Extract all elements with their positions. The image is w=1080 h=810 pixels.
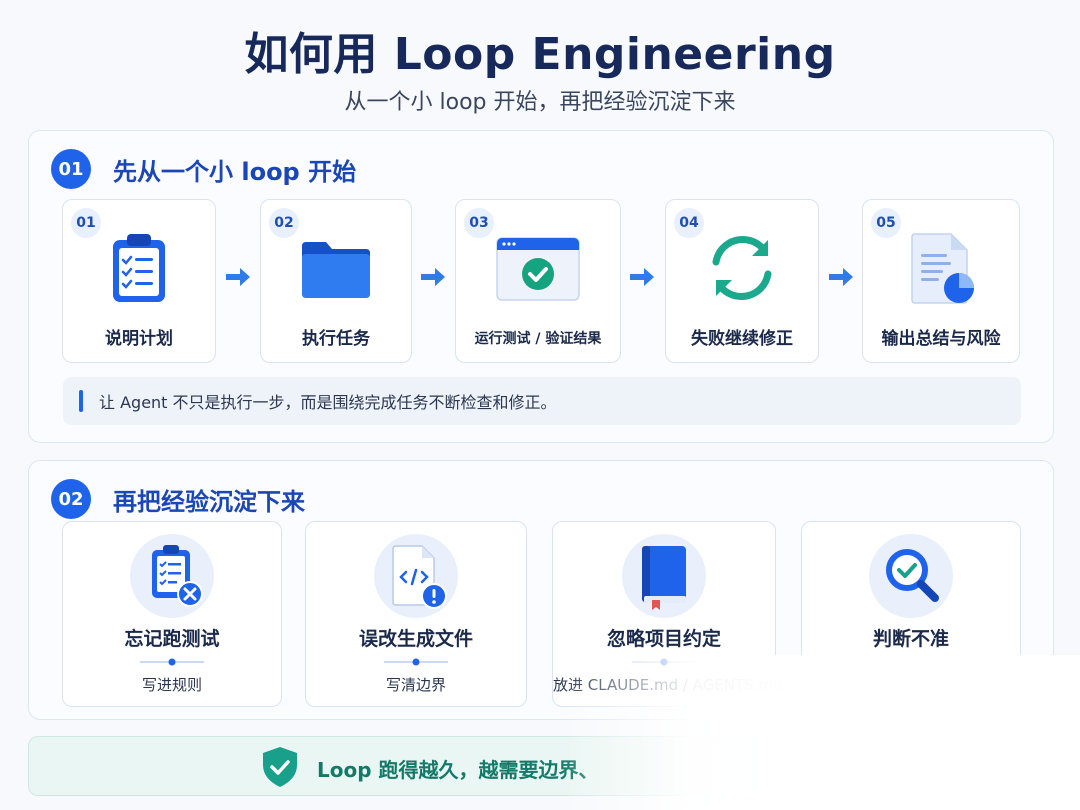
card-title: 忘记跑测试	[124, 628, 220, 650]
section-number-badge: 01	[51, 149, 91, 189]
section-header: 01 先从一个小 loop 开始	[51, 149, 356, 189]
card-icon-circle	[374, 534, 458, 618]
card-divider	[140, 658, 204, 666]
note-accent-bar	[79, 390, 83, 412]
step-number: 02	[269, 208, 299, 238]
card-icon-circle	[869, 534, 953, 618]
note-text: 让 Agent 不只是执行一步，而是围绕完成任务不断检查和修正。	[99, 393, 557, 412]
report-chart-icon	[911, 233, 974, 304]
card-icon-circle	[622, 534, 706, 618]
card-subtitle: 加一个 verifier	[859, 676, 963, 694]
magnifier-check-icon	[886, 549, 939, 602]
card-subtitle: 写进规则	[141, 676, 202, 694]
card-divider	[384, 658, 448, 666]
browser-check-icon	[496, 237, 580, 301]
step-card-execute: 02 执行任务	[260, 199, 412, 363]
clipboard-x-icon	[152, 545, 203, 607]
refresh-cycle-icon	[712, 236, 772, 300]
card-icon-circle	[130, 534, 214, 618]
footer-banner: Loop 跑得越久，越需要边界、	[28, 736, 1054, 796]
section-title: 再把经验沉淀下来	[113, 487, 305, 516]
step-number: 05	[871, 208, 901, 238]
shield-check-icon	[263, 747, 297, 787]
section-number-badge: 02	[51, 479, 91, 519]
book-icon	[642, 546, 686, 610]
code-file-alert-icon	[392, 545, 447, 609]
arrow-right-icon	[829, 268, 853, 286]
step-label: 运行测试 / 验证结果	[474, 331, 602, 347]
step-label: 失败继续修正	[691, 329, 793, 349]
step-card-test: 03 运行测试 / 验证结果	[455, 199, 621, 363]
step-card-summary: 05 输出总结与风险	[862, 199, 1020, 363]
step-number: 01	[71, 208, 101, 238]
card-divider	[879, 658, 943, 666]
card-title: 判断不准	[872, 628, 949, 650]
section-title: 先从一个小 loop 开始	[113, 157, 357, 186]
card-divider	[632, 658, 696, 666]
step-card-plan: 01 说明计划	[62, 199, 216, 363]
step-label: 说明计划	[105, 329, 173, 349]
card-subtitle: 放进 CLAUDE.md / AGENTS.md	[553, 676, 783, 694]
loop-note: 让 Agent 不只是执行一步，而是围绕完成任务不断检查和修正。	[63, 377, 1021, 425]
step-number: 04	[674, 208, 704, 238]
issue-card-tests: 忘记跑测试 写进规则	[62, 521, 282, 707]
clipboard-checklist-icon	[113, 234, 165, 302]
folder-icon	[302, 242, 370, 298]
step-number: 03	[464, 208, 494, 238]
arrow-right-icon	[226, 268, 250, 286]
issue-card-conventions: 忽略项目约定 放进 CLAUDE.md / AGENTS.md	[552, 521, 783, 707]
step-label: 输出总结与风险	[881, 329, 1001, 349]
step-card-fix: 04 失败继续修正	[665, 199, 819, 363]
footer-text: Loop 跑得越久，越需要边界、	[317, 758, 599, 782]
page-title: 如何用 Loop Engineering	[244, 29, 836, 80]
card-title: 忽略项目约定	[606, 628, 721, 650]
page-subtitle: 从一个小 loop 开始，再把经验沉淀下来	[344, 90, 736, 115]
section-loop-panel: 01 先从一个小 loop 开始 01 说明计划 02 执行任务	[28, 130, 1054, 443]
arrow-right-icon	[630, 268, 654, 286]
step-label: 执行任务	[302, 329, 370, 349]
section-experience-panel: 02 再把经验沉淀下来 忘记跑测试 写进规则	[28, 460, 1054, 720]
arrow-right-icon	[421, 268, 445, 286]
issue-card-judgement: 判断不准 加一个 verifier	[801, 521, 1021, 707]
section-header: 02 再把经验沉淀下来	[51, 479, 305, 519]
issue-card-generated-files: 误改生成文件 写清边界	[305, 521, 527, 707]
card-title: 误改生成文件	[358, 628, 473, 650]
card-subtitle: 写清边界	[385, 676, 446, 694]
